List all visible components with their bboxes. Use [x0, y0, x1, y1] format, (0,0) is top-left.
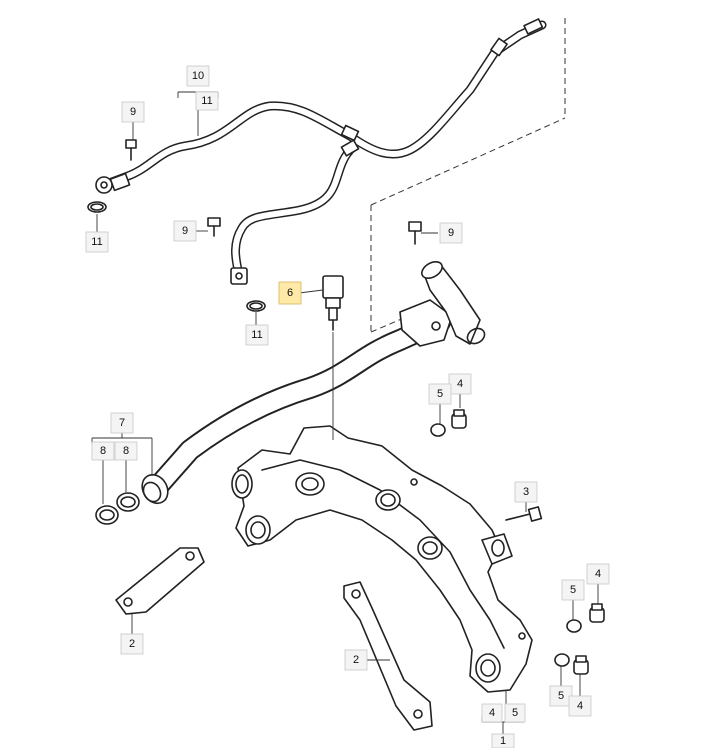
- callout-10-top: 10: [186, 65, 210, 87]
- seal-ring-mid: [246, 300, 266, 312]
- seal-ring-left: [87, 201, 107, 213]
- water-manifold: [231, 425, 533, 693]
- callout-8-b: 8: [114, 441, 138, 461]
- callout-4-lower-b: 4: [568, 695, 592, 717]
- svg-text:4: 4: [577, 700, 583, 712]
- svg-text:11: 11: [91, 236, 102, 248]
- callout-11-left: 11: [85, 231, 109, 253]
- callout-5-mid: 5: [428, 383, 452, 405]
- callout-4-bottom: 4: [481, 703, 503, 723]
- svg-text:5: 5: [512, 707, 518, 719]
- svg-text:5: 5: [558, 690, 564, 702]
- callout-4-mid: 4: [448, 373, 472, 395]
- bolt-mid: [207, 217, 221, 237]
- svg-text:5: 5: [437, 388, 443, 400]
- callout-7: 7: [110, 412, 134, 434]
- callout-2-center: 2: [344, 649, 368, 671]
- svg-text:2: 2: [353, 654, 359, 666]
- svg-text:9: 9: [448, 227, 454, 239]
- callout-11-mid: 11: [245, 324, 269, 346]
- svg-text:8: 8: [123, 445, 129, 457]
- bolt-right: [408, 221, 422, 245]
- callout-5-bottom: 5: [504, 703, 526, 723]
- callout-5-lower-a: 5: [561, 579, 585, 601]
- plug-mid: [430, 409, 467, 437]
- bolt-3: [505, 506, 543, 522]
- svg-text:3: 3: [523, 486, 529, 498]
- callout-9-left: 9: [121, 101, 145, 123]
- callout-5-lower-b: 5: [549, 685, 573, 707]
- callout-11-top: 11: [195, 91, 219, 111]
- dashed-frame: [370, 18, 566, 333]
- svg-text:11: 11: [201, 95, 212, 107]
- plug-lower-b: [554, 653, 589, 675]
- svg-text:4: 4: [489, 707, 495, 719]
- svg-text:4: 4: [457, 378, 463, 390]
- svg-text:9: 9: [182, 225, 188, 237]
- svg-text:7: 7: [119, 417, 125, 429]
- svg-text:10: 10: [192, 70, 204, 82]
- svg-text:11: 11: [251, 329, 262, 341]
- plug-lower-a: [566, 603, 605, 633]
- gasket-left: [115, 547, 205, 615]
- pipe-seal-rings: [95, 492, 140, 525]
- callout-9-mid: 9: [173, 220, 197, 242]
- svg-text:8: 8: [100, 445, 106, 457]
- svg-text:4: 4: [595, 568, 601, 580]
- callout-2-left: 2: [120, 633, 144, 655]
- callout-1: 1: [491, 733, 515, 748]
- svg-text:5: 5: [570, 584, 576, 596]
- callout-4-lower-a: 4: [586, 563, 610, 585]
- svg-text:1: 1: [500, 735, 506, 747]
- svg-text:9: 9: [130, 106, 136, 118]
- callout-8-a: 8: [91, 441, 115, 461]
- callout-9-right: 9: [439, 222, 463, 244]
- gasket-center: [343, 581, 433, 731]
- large-coolant-pipe: [141, 261, 486, 505]
- svg-text:2: 2: [129, 638, 135, 650]
- temperature-sensor: [322, 275, 344, 331]
- svg-text:6: 6: [287, 287, 293, 299]
- callout-6-highlighted: 6: [278, 281, 302, 305]
- callout-3: 3: [514, 481, 538, 503]
- coolant-hose-upper: [95, 18, 547, 285]
- bolt-left: [125, 139, 137, 161]
